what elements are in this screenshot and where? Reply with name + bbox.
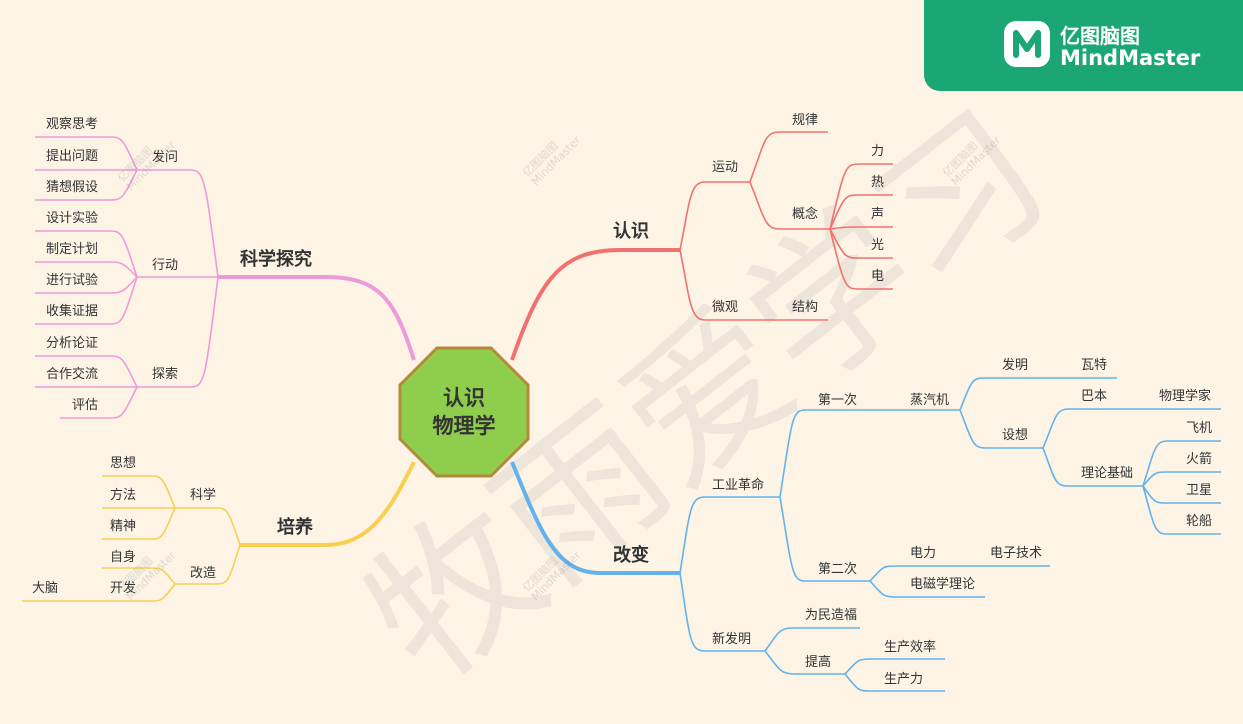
subtopic-sixiang[interactable]: 思想 (110, 456, 137, 471)
subtopic-shouji[interactable]: 收集证据 (46, 304, 99, 319)
subtopic-xingdong[interactable]: 行动 (152, 258, 179, 273)
subtopic-feiji[interactable]: 飞机 (1186, 421, 1213, 436)
subtopic-diancixue[interactable]: 电磁学理论 (910, 577, 976, 592)
subtopic-weixing[interactable]: 卫星 (1186, 483, 1213, 498)
branch-line-peiyang (240, 461, 416, 547)
topic-kexue-tanjiu[interactable]: 科学探究 (240, 249, 312, 270)
subtopic-guancha[interactable]: 观察思考 (46, 117, 99, 132)
subtopic-fangfa[interactable]: 方法 (110, 488, 137, 503)
subtopic-wulixuejia[interactable]: 物理学家 (1159, 389, 1212, 404)
subtopic-re[interactable]: 热 (871, 175, 885, 190)
subtopic-gainian[interactable]: 概念 (792, 207, 819, 222)
subtopic-huojian[interactable]: 火箭 (1186, 452, 1213, 467)
subtopic-zishen[interactable]: 自身 (110, 550, 137, 565)
topic-gaibian[interactable]: 改变 (613, 545, 649, 566)
center-topic-label: 认识 物理学 (432, 386, 496, 438)
subtopic-tichu[interactable]: 提出问题 (46, 149, 99, 164)
subtopic-xinfaming[interactable]: 新发明 (712, 632, 752, 647)
subtopic-shexiang[interactable]: 设想 (1002, 428, 1029, 443)
mindmaster-logo[interactable]: 亿图脑图 MindMaster (924, 0, 1243, 91)
logo-text-en: MindMaster (1060, 46, 1201, 70)
subtopic-pinggu[interactable]: 评估 (72, 398, 99, 413)
subtopic-li[interactable]: 力 (871, 144, 885, 159)
subtopic-shengchan-xiaolv[interactable]: 生产效率 (884, 640, 937, 655)
subtopic-wate[interactable]: 瓦特 (1081, 358, 1108, 373)
subtopic-diyici[interactable]: 第一次 (818, 393, 858, 408)
subtopic-dierci[interactable]: 第二次 (818, 562, 858, 577)
subtopic-jiegou[interactable]: 结构 (792, 300, 819, 315)
subtopic-jinxing[interactable]: 进行试验 (46, 273, 99, 288)
branch-line-kexue (218, 275, 416, 361)
subtopic-dianli[interactable]: 电力 (910, 546, 937, 561)
subtopic-gaizao[interactable]: 改造 (190, 566, 217, 581)
center-octagon-shape (398, 346, 530, 478)
subtopic-sheji[interactable]: 设计实验 (46, 211, 99, 226)
subtopic-caixiang[interactable]: 猜想假设 (46, 180, 99, 195)
subtopic-gongye-geming[interactable]: 工业革命 (712, 478, 765, 493)
logo-text-cn: 亿图脑图 (1060, 24, 1140, 48)
subtopic-jingshen[interactable]: 精神 (110, 519, 137, 534)
subtopic-sheng[interactable]: 声 (871, 207, 885, 222)
branch-line-renshi (510, 248, 680, 361)
subtopic-fenxi[interactable]: 分析论证 (46, 336, 99, 351)
mindmaster-logo-icon (1004, 21, 1050, 67)
center-topic[interactable]: 认识 物理学 (398, 346, 530, 478)
subtopic-guilv[interactable]: 规律 (792, 113, 819, 128)
subtopic-zhengqiji[interactable]: 蒸汽机 (910, 393, 950, 408)
subtopic-tigao[interactable]: 提高 (805, 655, 832, 670)
branch-line-gaibian (510, 461, 680, 575)
subtopic-kaifa[interactable]: 开发 (110, 581, 137, 596)
subtopic-guang[interactable]: 光 (871, 238, 885, 253)
topic-renshi[interactable]: 认识 (613, 221, 649, 242)
subtopic-shengchanli[interactable]: 生产力 (884, 672, 924, 687)
subtopic-zhiding[interactable]: 制定计划 (46, 242, 99, 257)
subtopic-danao[interactable]: 大脑 (32, 581, 59, 596)
subtopic-lunchuan[interactable]: 轮船 (1186, 514, 1213, 529)
subtopic-hezuo[interactable]: 合作交流 (46, 367, 99, 382)
topic-peiyang[interactable]: 培养 (277, 517, 313, 538)
subtopic-yundong[interactable]: 运动 (712, 160, 739, 175)
subtopic-lilun-jichu[interactable]: 理论基础 (1081, 466, 1134, 481)
subtopic-tansuo[interactable]: 探索 (152, 367, 179, 382)
subtopic-weiguan[interactable]: 微观 (712, 300, 739, 315)
subtopic-dian[interactable]: 电 (871, 269, 885, 284)
subtopic-weimin[interactable]: 为民造福 (805, 608, 858, 623)
subtopic-faming[interactable]: 发明 (1002, 358, 1029, 373)
subtopic-dianzi-jishu[interactable]: 电子技术 (990, 546, 1043, 561)
subtopic-baben[interactable]: 巴本 (1081, 389, 1108, 404)
subtopic-peiyang-kexue[interactable]: 科学 (190, 488, 217, 503)
subtopic-fawen[interactable]: 发问 (152, 150, 179, 165)
